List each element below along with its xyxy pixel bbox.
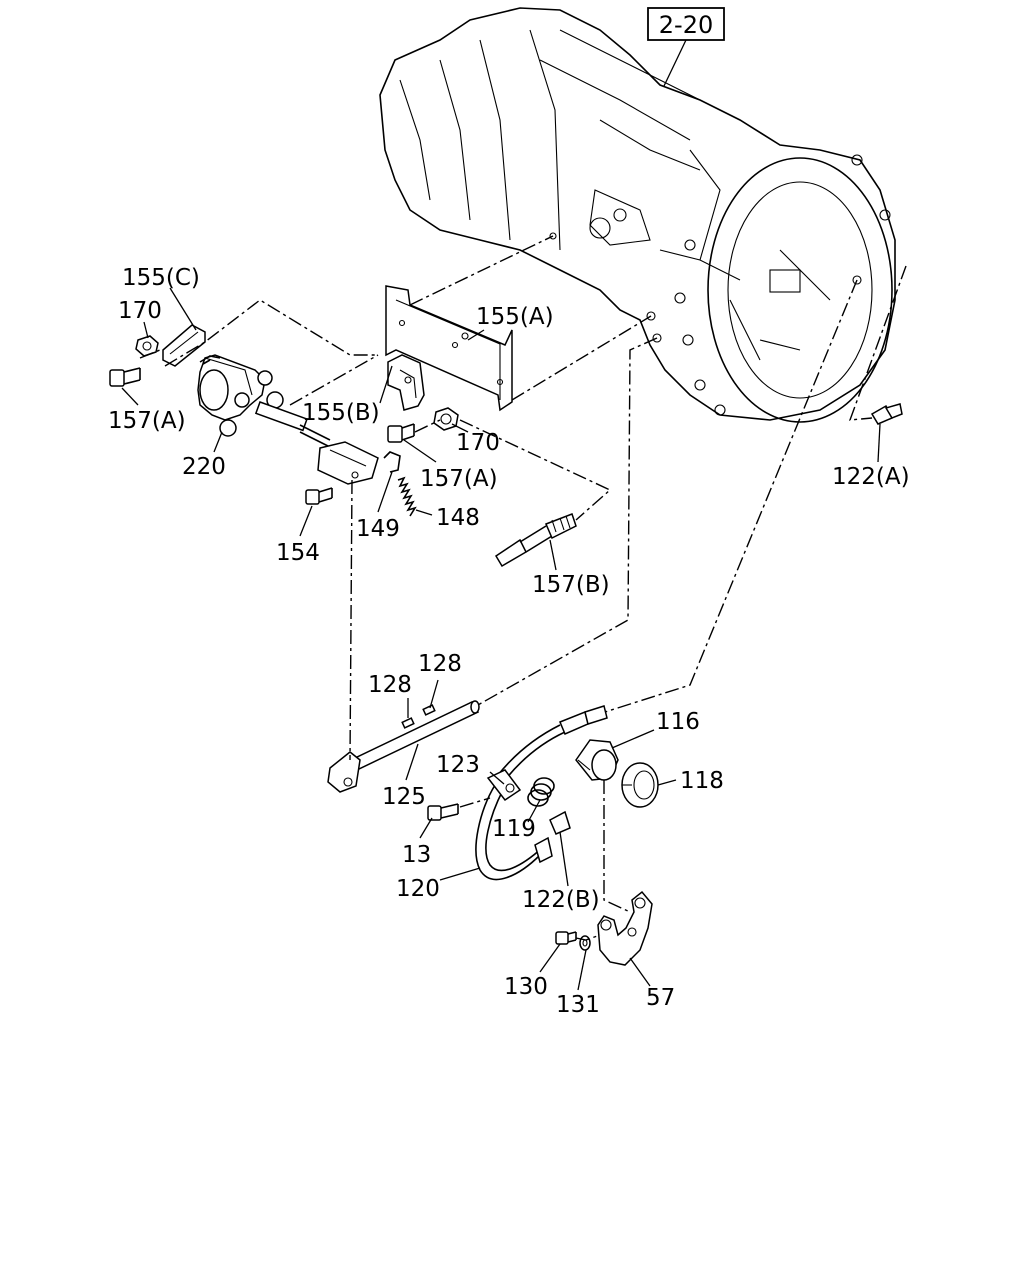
bolt-154[interactable]	[305, 487, 333, 505]
hose-120[interactable]	[475, 705, 608, 881]
label-122a[interactable]: 122(A)	[832, 464, 910, 490]
fitting-122b[interactable]	[549, 810, 571, 835]
label-157a-left[interactable]: 157(A)	[108, 408, 186, 434]
release-bearing-116[interactable]	[575, 739, 619, 781]
bolt-130[interactable]	[555, 931, 577, 945]
bolt-13[interactable]	[427, 803, 459, 821]
label-170-right[interactable]: 170	[456, 430, 500, 456]
hose-157b[interactable]	[494, 513, 577, 568]
label-119[interactable]: 119	[492, 816, 536, 842]
label-123[interactable]: 123	[436, 752, 480, 778]
bearing-118[interactable]	[621, 762, 659, 808]
label-130[interactable]: 130	[504, 974, 548, 1000]
label-128-left[interactable]: 128	[368, 672, 412, 698]
leader-lines	[121, 287, 881, 991]
reference-box[interactable]: 2-20	[647, 7, 725, 87]
washer-131[interactable]	[579, 935, 591, 951]
pin-128-right[interactable]	[422, 704, 436, 716]
spring-148[interactable]	[397, 476, 417, 517]
assembly-lines	[139, 235, 907, 941]
label-120[interactable]: 120	[396, 876, 440, 902]
label-170-left[interactable]: 170	[118, 298, 162, 324]
label-155c[interactable]: 155(C)	[122, 265, 200, 291]
transmission-housing[interactable]	[379, 7, 896, 423]
label-128-right[interactable]: 128	[418, 651, 462, 677]
label-125[interactable]: 125	[382, 784, 426, 810]
label-13[interactable]: 13	[402, 842, 431, 868]
bracket-155b[interactable]	[387, 354, 425, 411]
part-labels: 155(C) 170 157(A) 220 155(A) 155(B) 170 …	[108, 265, 910, 1018]
reference-box-label: 2-20	[659, 11, 713, 39]
bolt-157a-mid[interactable]	[387, 423, 415, 443]
label-157b[interactable]: 157(B)	[532, 572, 610, 598]
label-118[interactable]: 118	[680, 768, 724, 794]
bracket-155c[interactable]	[162, 324, 206, 367]
label-157a-mid[interactable]: 157(A)	[420, 466, 498, 492]
label-148[interactable]: 148	[436, 505, 480, 531]
pin-128-left[interactable]	[401, 717, 415, 729]
spring-119[interactable]	[527, 777, 555, 807]
nut-170-right[interactable]	[433, 407, 459, 431]
label-149[interactable]: 149	[356, 516, 400, 542]
label-131[interactable]: 131	[556, 992, 600, 1018]
label-57[interactable]: 57	[646, 985, 675, 1011]
shaft-125[interactable]	[327, 700, 480, 793]
bolt-157a-left[interactable]	[109, 367, 141, 387]
actuator-220[interactable]	[197, 354, 331, 447]
label-220[interactable]: 220	[182, 454, 226, 480]
label-122b[interactable]: 122(B)	[522, 887, 600, 913]
sensor-122a[interactable]	[870, 403, 903, 425]
clevis[interactable]	[317, 441, 379, 485]
nut-170-left[interactable]	[135, 335, 159, 357]
release-fork-57[interactable]	[597, 890, 653, 966]
label-116[interactable]: 116	[656, 709, 700, 735]
pin-149[interactable]	[383, 451, 401, 473]
label-155b[interactable]: 155(B)	[302, 400, 380, 426]
bracket-155a[interactable]	[385, 285, 513, 412]
label-155a[interactable]: 155(A)	[476, 304, 554, 330]
label-154[interactable]: 154	[276, 540, 320, 566]
